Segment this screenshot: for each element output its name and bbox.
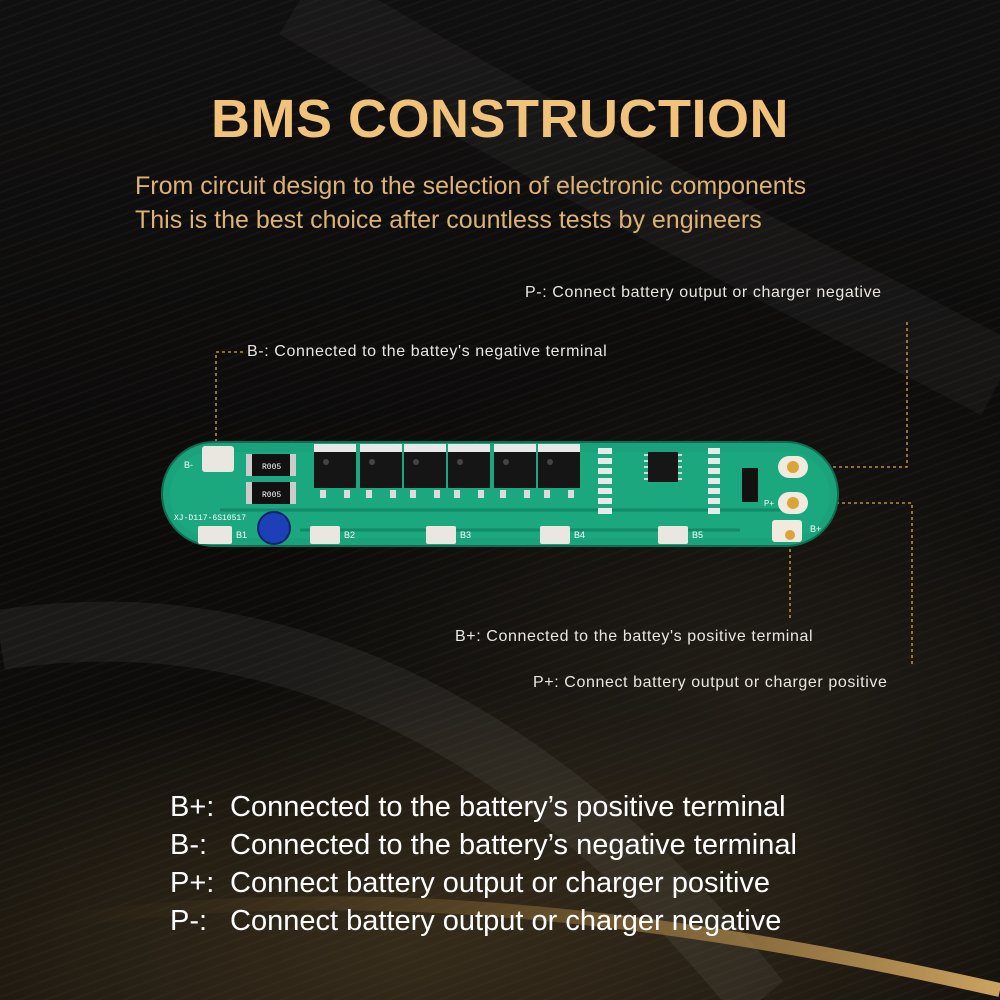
page-title: BMS CONSTRUCTION [211, 89, 789, 149]
subtitle-line-1: From circuit design to the selection of … [135, 172, 807, 200]
legend-key: B-: [170, 829, 208, 861]
label-pad-b-plus: B+ [810, 524, 821, 534]
legend-row-p-minus: P-: Connect battery output or charger neg… [170, 902, 797, 940]
resistor-2-label: R005 [262, 491, 281, 500]
legend-row-b-minus: B-: Connected to the battery’s negative t… [170, 826, 797, 864]
legend-key: P+: [170, 867, 215, 899]
resistor-1 [246, 454, 296, 476]
legend-text: Connected to the battery’s positive term… [230, 791, 786, 823]
pad-b1 [198, 526, 232, 544]
pad-b5 [658, 526, 688, 544]
leader-p-minus [800, 322, 908, 468]
pad-b2 [310, 526, 340, 544]
legend-row-p-plus: P+: Connect battery output or charger pos… [170, 864, 797, 902]
label-pad-b4: B4 [574, 530, 585, 540]
pad-b-minus [202, 446, 234, 472]
bms-circuit-board: B- B1 R005 R005 XJ-D117-6S10517 B2 B3 B4… [161, 441, 839, 547]
protection-ic [648, 452, 678, 482]
callout-b-plus: B+: Connected to the battey's positive t… [455, 628, 814, 645]
pad-b3 [426, 526, 456, 544]
resistor-2 [246, 482, 296, 504]
callout-p-minus: P-: Connect battery output or charger ne… [525, 284, 882, 301]
subtitle-line-2: This is the best choice after countless … [135, 206, 762, 234]
callout-b-minus: B-: Connected to the battey's negative t… [247, 343, 608, 360]
label-pad-b-minus: B- [184, 460, 193, 470]
label-pad-p-plus: P+ [764, 499, 774, 508]
legend-text: Connect battery output or charger negati… [230, 905, 782, 937]
callout-p-plus: P+: Connect battery output or charger po… [533, 674, 888, 691]
legend-key: B+: [170, 791, 215, 823]
label-pad-b2: B2 [344, 530, 355, 540]
leader-b-minus [215, 351, 243, 452]
silkscreen-code: XJ-D117-6S10517 [174, 514, 246, 523]
legend-text: Connected to the battery’s negative term… [230, 829, 797, 861]
label-pad-b1: B1 [236, 530, 247, 540]
resistor-1-label: R005 [262, 463, 281, 472]
pad-b4 [540, 526, 570, 544]
legend-key: P-: [170, 905, 208, 937]
legend-row-b-plus: B+: Connected to the battery’s positive t… [170, 788, 797, 826]
thermistor [257, 511, 291, 545]
label-pad-b3: B3 [460, 530, 471, 540]
terminal-legend: B+: Connected to the battery’s positive t… [170, 788, 797, 940]
legend-text: Connect battery output or charger positi… [230, 867, 771, 899]
label-pad-b5: B5 [692, 530, 703, 540]
mosfet-row [314, 444, 580, 488]
